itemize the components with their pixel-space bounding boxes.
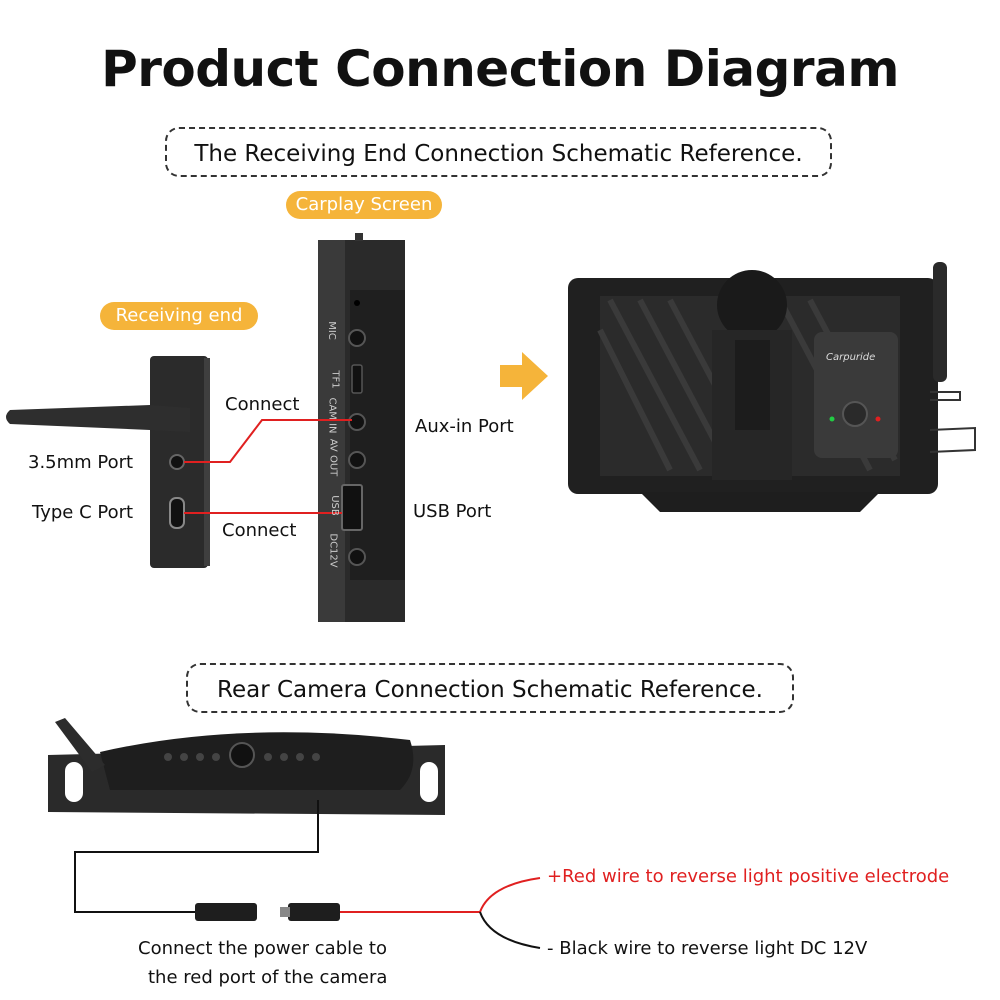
power-note-line2: the red port of the camera: [148, 967, 388, 988]
module-brand: Carpuride: [826, 352, 876, 363]
carplay-screen-side: [318, 233, 405, 622]
port-typec-label: Type C Port: [32, 502, 134, 523]
receiving-end-device: [6, 356, 210, 568]
receiving-section-heading: The Receiving End Connection Schematic R…: [165, 127, 832, 177]
red-wire-label: +Red wire to reverse light positive elec…: [547, 866, 950, 887]
connect-bottom-label: Connect: [222, 520, 297, 541]
connect-top-label: Connect: [225, 394, 300, 415]
port-35mm-label: 3.5mm Port: [28, 452, 134, 473]
screen-port-avout-label: AV OUT: [327, 438, 339, 477]
connection-lines: [184, 419, 352, 514]
power-connectors: [195, 903, 340, 921]
screen-port-usb-label: USB: [328, 495, 340, 516]
screen-port-dc12v-label: DC12V: [327, 533, 339, 568]
usb-port-label: USB Port: [413, 501, 492, 522]
camera-section-heading: Rear Camera Connection Schematic Referen…: [186, 663, 794, 713]
page-title: Product Connection Diagram: [101, 40, 899, 98]
aux-in-port-label: Aux-in Port: [415, 416, 514, 437]
screen-port-mic-label: MIC: [325, 321, 337, 340]
power-note-line1: Connect the power cable to: [138, 938, 387, 959]
arrow-right-icon: [500, 352, 548, 400]
screen-port-camin-label: CAM IN: [326, 397, 338, 434]
receiving-end-tag: Receiving end: [100, 302, 258, 330]
rear-camera: [48, 718, 445, 815]
carplay-screen-tag: Carplay Screen: [286, 191, 442, 219]
camera-wires: [74, 800, 541, 949]
carplay-device-back: [568, 262, 976, 512]
screen-port-tf1-label: TF1: [329, 370, 341, 389]
black-wire-label: - Black wire to reverse light DC 12V: [547, 938, 868, 959]
